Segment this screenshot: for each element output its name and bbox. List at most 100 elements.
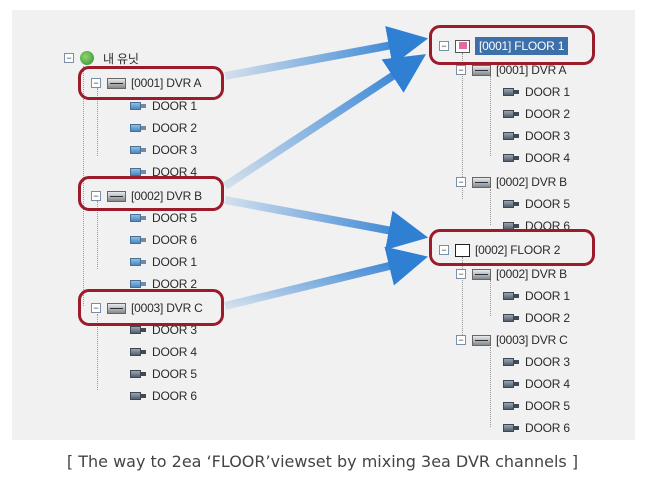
right-door-node[interactable]: DOOR 5 — [503, 194, 570, 214]
camera-icon — [503, 199, 520, 209]
camera-icon — [130, 325, 147, 335]
highlight-dvr-b — [78, 176, 224, 211]
right-door-node[interactable]: DOOR 2 — [503, 104, 570, 124]
right-door-node[interactable]: DOOR 4 — [503, 374, 570, 394]
camera-icon — [130, 213, 147, 223]
collapse-toggle[interactable]: − — [64, 53, 74, 63]
left-door-node[interactable]: DOOR 6 — [130, 386, 197, 406]
door-label: DOOR 2 — [525, 311, 570, 325]
left-door-node[interactable]: DOOR 2 — [130, 274, 197, 294]
collapse-toggle[interactable]: − — [439, 245, 449, 255]
left-dvr-node[interactable]: − [0002] DVR B — [91, 186, 202, 206]
right-door-node[interactable]: DOOR 3 — [503, 126, 570, 146]
dvr-label: [0001] DVR A — [496, 63, 567, 77]
door-label: DOOR 1 — [525, 85, 570, 99]
dvr-label: [0002] DVR B — [131, 189, 202, 203]
highlight-floor-2 — [429, 229, 595, 266]
camera-icon — [503, 357, 520, 367]
door-label: DOOR 2 — [152, 121, 197, 135]
right-door-node[interactable]: DOOR 2 — [503, 308, 570, 328]
dvr-icon — [472, 176, 491, 188]
dvr-label: [0003] DVR C — [131, 301, 203, 315]
door-label: DOOR 2 — [152, 277, 197, 291]
door-label: DOOR 6 — [152, 233, 197, 247]
arrow-dvr-b-to-floor-1 — [222, 54, 427, 190]
door-label: DOOR 3 — [152, 143, 197, 157]
collapse-toggle[interactable]: − — [456, 177, 466, 187]
mapping-arrows — [222, 25, 429, 310]
tree-connector — [97, 314, 98, 390]
collapse-toggle[interactable]: − — [91, 303, 101, 313]
floor-icon — [455, 243, 470, 257]
floor-node[interactable]: − [0001] FLOOR 1 — [439, 36, 569, 56]
door-label: DOOR 1 — [525, 289, 570, 303]
right-door-node[interactable]: DOOR 4 — [503, 148, 570, 168]
right-door-node[interactable]: DOOR 3 — [503, 352, 570, 372]
left-door-node[interactable]: DOOR 1 — [130, 252, 197, 272]
tree-connector — [490, 280, 491, 316]
camera-icon — [130, 257, 147, 267]
camera-icon — [130, 279, 147, 289]
dvr-icon — [472, 334, 491, 346]
tree-root-label: 내 유닛 — [103, 51, 139, 66]
dvr-icon — [107, 302, 126, 314]
left-door-node[interactable]: DOOR 5 — [130, 364, 197, 384]
right-dvr-node[interactable]: − [0003] DVR C — [456, 330, 568, 350]
camera-icon — [130, 369, 147, 379]
left-door-node[interactable]: DOOR 3 — [130, 140, 197, 160]
door-label: DOOR 6 — [152, 389, 197, 403]
collapse-toggle[interactable]: − — [91, 78, 101, 88]
right-door-node[interactable]: DOOR 1 — [503, 82, 570, 102]
highlight-floor-1 — [429, 25, 595, 65]
door-label: DOOR 4 — [525, 377, 570, 391]
left-door-node[interactable]: DOOR 1 — [130, 96, 197, 116]
floor-icon — [455, 39, 470, 53]
door-label: DOOR 4 — [152, 345, 197, 359]
figure-caption: [ The way to 2ea ‘FLOOR’viewset by mixin… — [66, 452, 579, 471]
dvr-label: [0002] DVR B — [496, 267, 567, 281]
right-door-node[interactable]: DOOR 5 — [503, 396, 570, 416]
door-label: DOOR 3 — [525, 355, 570, 369]
door-label: DOOR 4 — [152, 165, 197, 179]
left-door-node[interactable]: DOOR 4 — [130, 342, 197, 362]
left-dvr-node[interactable]: − [0001] DVR A — [91, 73, 202, 93]
camera-icon — [503, 131, 520, 141]
left-door-node[interactable]: DOOR 3 — [130, 320, 197, 340]
collapse-toggle[interactable]: − — [456, 269, 466, 279]
right-dvr-node[interactable]: − [0002] DVR B — [456, 264, 567, 284]
tree-connector — [490, 189, 491, 225]
camera-icon — [503, 291, 520, 301]
collapse-toggle[interactable]: − — [91, 191, 101, 201]
collapse-toggle[interactable]: − — [456, 65, 466, 75]
left-door-node[interactable]: DOOR 4 — [130, 162, 197, 182]
right-dvr-node[interactable]: − [0002] DVR B — [456, 172, 567, 192]
floor-node[interactable]: − [0002] FLOOR 2 — [439, 240, 560, 260]
door-label: DOOR 5 — [152, 367, 197, 381]
dvr-icon — [107, 190, 126, 202]
tree-root-node[interactable]: − 내 유닛 — [64, 48, 139, 68]
highlight-dvr-c — [78, 289, 224, 326]
door-label: DOOR 5 — [152, 211, 197, 225]
collapse-toggle[interactable]: − — [456, 335, 466, 345]
dvr-icon — [107, 77, 126, 89]
right-door-node[interactable]: DOOR 6 — [503, 418, 570, 438]
highlight-dvr-a — [78, 66, 224, 100]
tree-connector — [462, 257, 463, 337]
left-door-node[interactable]: DOOR 6 — [130, 230, 197, 250]
door-label: DOOR 3 — [525, 129, 570, 143]
collapse-toggle[interactable]: − — [439, 41, 449, 51]
door-label: DOOR 2 — [525, 107, 570, 121]
dvr-icon — [472, 64, 491, 76]
left-door-node[interactable]: DOOR 5 — [130, 208, 197, 228]
tree-connector — [490, 76, 491, 156]
left-dvr-node[interactable]: − [0003] DVR C — [91, 298, 203, 318]
left-door-node[interactable]: DOOR 2 — [130, 118, 197, 138]
floor-label: [0002] FLOOR 2 — [475, 243, 561, 257]
camera-icon — [130, 123, 147, 133]
right-dvr-node[interactable]: − [0001] DVR A — [456, 60, 567, 80]
camera-icon — [130, 347, 147, 357]
right-door-node[interactable]: DOOR 1 — [503, 286, 570, 306]
camera-icon — [130, 145, 147, 155]
arrow-dvr-b-to-floor-2 — [224, 196, 429, 251]
dvr-label: [0003] DVR C — [496, 333, 568, 347]
